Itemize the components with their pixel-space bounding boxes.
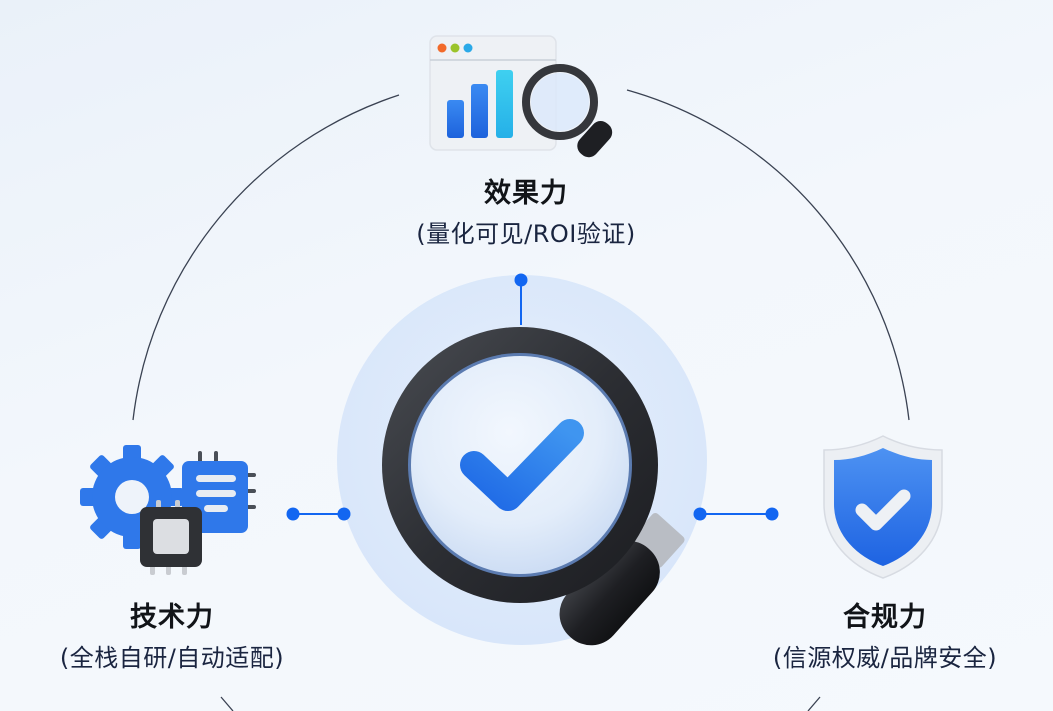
node-effect: 效果力 (量化可见/ROI验证) [376, 178, 676, 250]
node-compliance-subtitle: (信源权威/品牌安全) [772, 644, 998, 672]
connector-dot-right-outer [765, 507, 779, 521]
node-tech-title: 技术力 [130, 602, 214, 633]
node-tech: 技术力 (全栈自研/自动适配) [22, 602, 322, 674]
arc-bottom-left [220, 696, 234, 711]
node-compliance: 合规力 (信源权威/品牌安全) [730, 602, 1040, 674]
connector-dot-left-inner [337, 507, 351, 521]
arc-top-left [132, 94, 400, 421]
arc-bottom-right [807, 696, 821, 711]
chart-window-magnifier-icon [429, 35, 613, 158]
node-compliance-title: 合规力 [843, 602, 927, 633]
node-effect-subtitle: (量化可见/ROI验证) [416, 220, 636, 248]
connector-dot-right-inner [693, 507, 707, 521]
shield-check-icon [823, 435, 943, 579]
connector-dot-left-outer [286, 507, 300, 521]
arc-top-right [626, 89, 910, 421]
node-effect-title: 效果力 [484, 178, 568, 209]
magnifying-glass-checkmark-icon [382, 327, 685, 646]
node-tech-subtitle: (全栈自研/自动适配) [59, 644, 285, 672]
connector-dot-top [514, 273, 528, 287]
gear-chip-icon [80, 445, 256, 575]
